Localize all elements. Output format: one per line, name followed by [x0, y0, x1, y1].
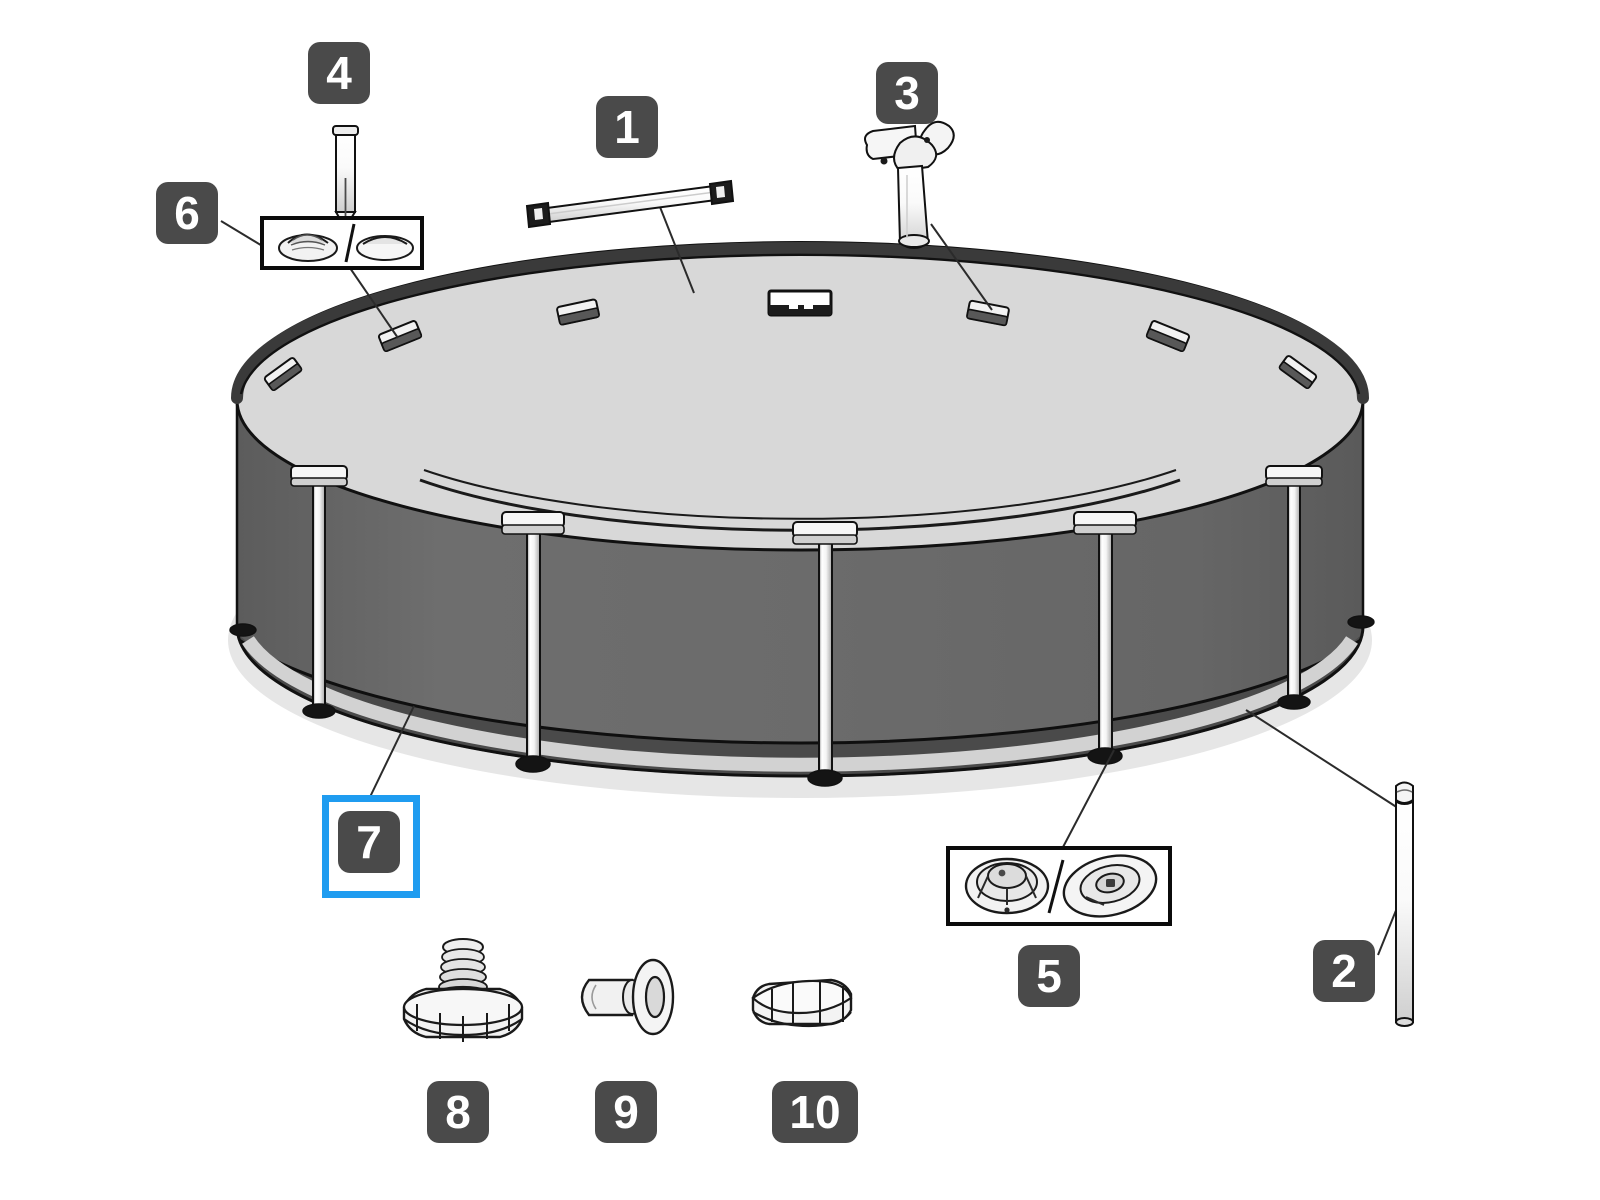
callout-badge-5[interactable]: 5: [1018, 945, 1080, 1007]
rail-end-connector-left: [525, 201, 552, 229]
top-rail-bracket: [377, 320, 423, 353]
rail-end-connector-right: [708, 179, 735, 206]
callout-badge-9[interactable]: 9: [595, 1081, 657, 1143]
leader-5: [1061, 749, 1115, 850]
leader-3: [930, 223, 993, 311]
top-rail-band-back: [231, 242, 1369, 404]
end-cap-textured: [278, 233, 338, 262]
leader-2b: [1245, 709, 1399, 809]
leader-4: [349, 267, 399, 339]
part-9-push-plug[interactable]: [580, 958, 675, 1036]
foot-pad-perspective: [964, 857, 1050, 915]
end-cap-plain: [356, 235, 414, 261]
pool-legs: [229, 465, 1375, 787]
leader-6: [220, 220, 265, 248]
pool-leg-rear: [229, 623, 257, 637]
part-3-t-connector[interactable]: [864, 120, 955, 249]
pool-leg: [501, 511, 565, 773]
foot-pad-flat: [1062, 854, 1158, 918]
callout-badge-label: 1: [614, 101, 640, 153]
callout-badge-2[interactable]: 2: [1313, 940, 1375, 1002]
callout-badge-1[interactable]: 1: [596, 96, 658, 158]
callout-badge-8[interactable]: 8: [427, 1081, 489, 1143]
top-rail-bracket: [966, 299, 1010, 327]
callout-badge-label: 6: [174, 187, 200, 239]
liner-crease-line-2: [423, 469, 1177, 520]
slash-separator: [344, 223, 356, 263]
part-2-vertical-pole[interactable]: [1395, 781, 1414, 1027]
top-rail-brackets: [263, 289, 1318, 392]
leader-7: [369, 705, 415, 798]
callout-badge-label: 5: [1036, 950, 1062, 1002]
pool-bottom-rim-shadow: [242, 636, 1358, 772]
callout-badge-7[interactable]: 7: [338, 811, 400, 873]
part-6-boxed-pair[interactable]: [260, 216, 424, 270]
callout-badge-label: 7: [356, 816, 382, 868]
leader-lines: [220, 206, 1402, 956]
pool-assembly[interactable]: [200, 241, 1400, 822]
callout-badge-6[interactable]: 6: [156, 182, 218, 244]
pool-leg-rear: [1347, 615, 1375, 629]
callout-badge-label: 3: [894, 67, 920, 119]
callout-badge-label: 10: [789, 1086, 841, 1138]
screw-threads: [438, 938, 488, 996]
top-rail-bracket: [1278, 355, 1318, 390]
pool-leg: [290, 465, 348, 719]
leader-1: [659, 206, 695, 294]
part-10-hex-cap-nut[interactable]: [751, 978, 853, 1028]
slash-separator: [1047, 859, 1065, 914]
callout-badge-10[interactable]: 10: [772, 1081, 858, 1143]
callout-badge-label: 9: [613, 1086, 639, 1138]
callout-badge-label: 4: [326, 47, 352, 99]
callout-badge-4[interactable]: 4: [308, 42, 370, 104]
part-5-boxed-pair[interactable]: [946, 846, 1172, 926]
part-1-top-rail-tube[interactable]: [525, 179, 735, 229]
callout-badge-label: 2: [1331, 945, 1357, 997]
top-rail-band-back-hi: [239, 253, 1361, 395]
top-rail-connector-center: [767, 289, 833, 317]
pool-leg: [1265, 465, 1323, 710]
part-8-knob-screw[interactable]: [402, 938, 524, 1042]
callout-badge-3[interactable]: 3: [876, 62, 938, 124]
top-rail-bracket: [556, 298, 600, 326]
top-rail-bracket: [1145, 320, 1191, 353]
pool-leg: [1073, 511, 1137, 765]
pool-leg: [792, 521, 858, 787]
top-rail-bracket: [263, 357, 303, 392]
part-4-long-pin[interactable]: [332, 125, 359, 230]
callout-badge-label: 8: [445, 1086, 471, 1138]
selection-highlight-callout-7: [322, 795, 420, 898]
